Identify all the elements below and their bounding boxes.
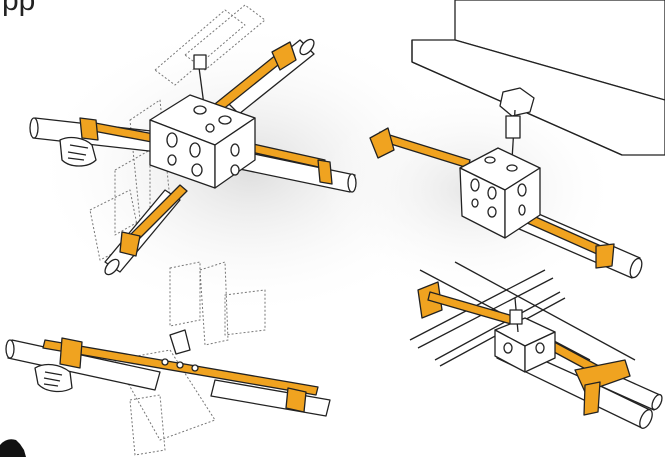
figure-single-brace [5,261,331,456]
beam-clamp [499,87,535,117]
hand [34,363,73,393]
hand [59,136,97,167]
page-heading: pp [2,0,36,17]
partial-logo-icon [0,439,26,457]
figure-beam-hung [369,0,665,279]
figure-conduit-run [409,261,663,429]
figure-x-brace [29,4,357,276]
dotted-framing [114,261,266,456]
junction-box-side [504,167,541,239]
beam [454,0,665,101]
